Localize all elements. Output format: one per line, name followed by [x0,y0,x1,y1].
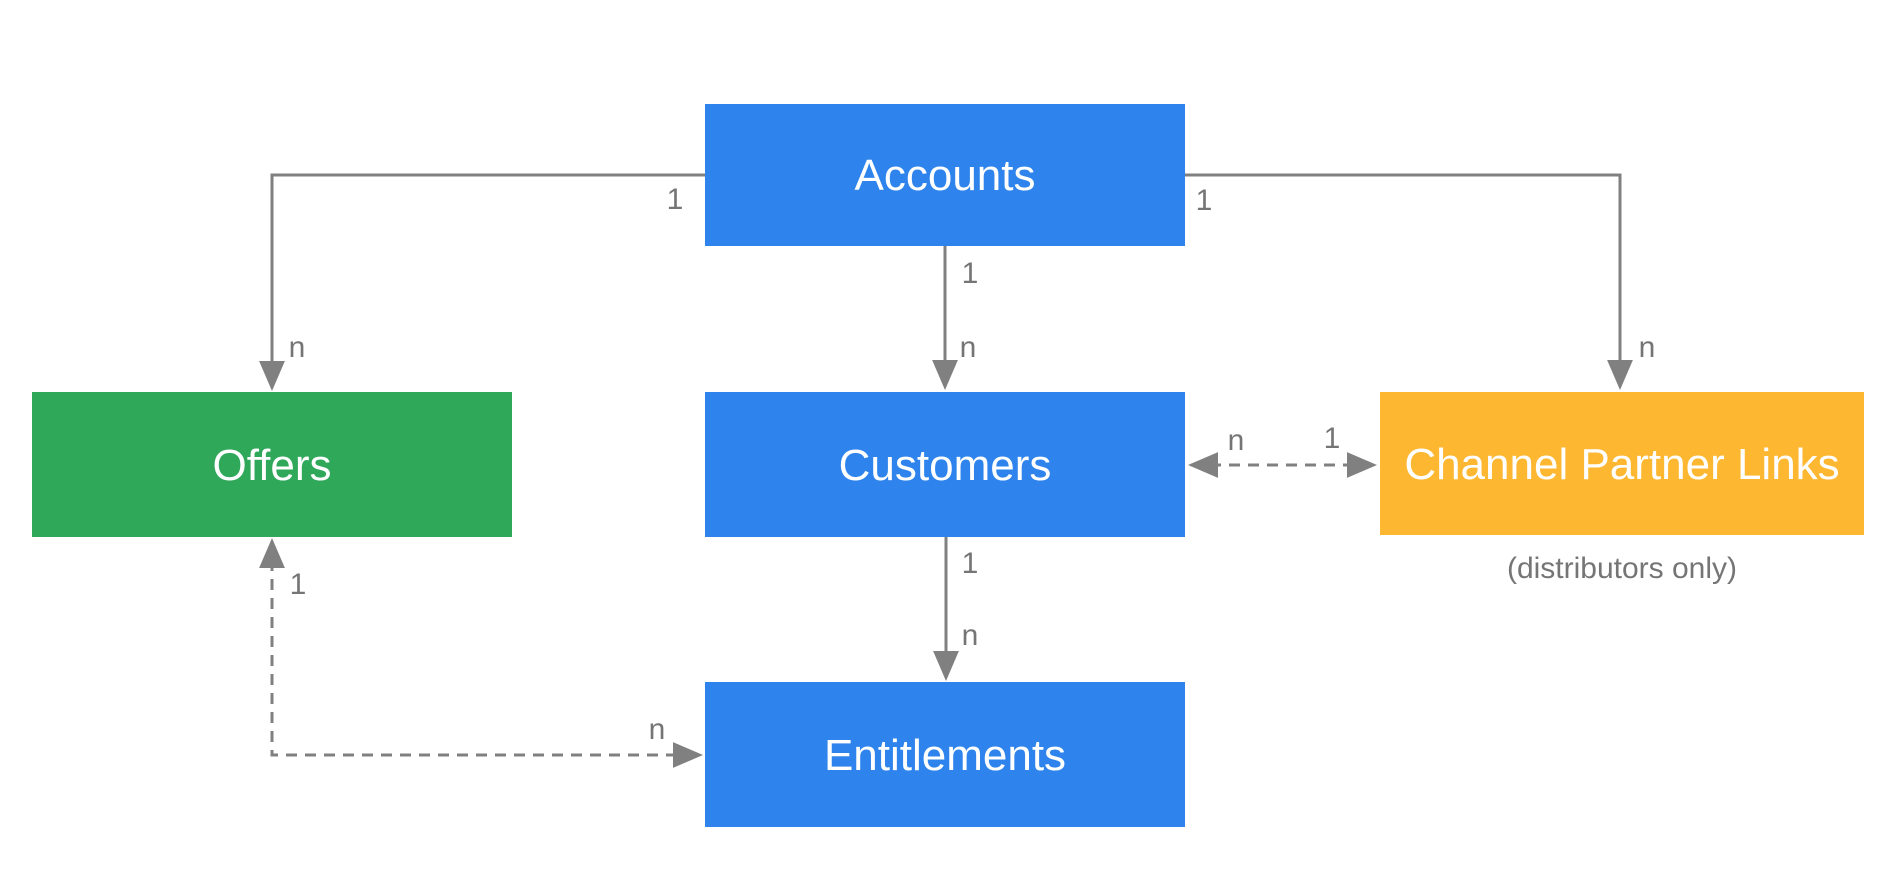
cardinality-label: 1 [962,257,979,290]
edge-customers-entitlements: 1 n [933,537,979,681]
node-customers: Customers [705,392,1185,537]
cardinality-label: 1 [962,547,979,580]
offers-box [32,392,512,537]
edge-accounts-channel-partner-links-line [1185,173,1633,390]
cardinality-label: n [1639,331,1656,364]
edge-accounts-offers-line [259,173,705,391]
node-accounts: Accounts [705,104,1185,246]
cardinality-label: n [289,331,306,364]
node-entitlements: Entitlements [705,682,1185,827]
entitlements-box [705,682,1185,827]
edge-customers-channel-partner-links: n 1 [1188,422,1377,478]
cardinality-label: n [962,619,979,652]
channel-partner-links-box [1380,392,1864,535]
cardinality-label: n [960,331,977,364]
node-channel-partner-links: Channel Partner Links (distributors only… [1380,392,1864,585]
cardinality-label: 1 [667,183,684,216]
edge-accounts-channel-partner-links: 1 n [1185,173,1656,390]
accounts-box [705,104,1185,246]
edge-offers-entitlements-line [259,538,703,768]
edge-accounts-offers: 1 n [259,173,705,391]
node-offers: Offers [32,392,512,537]
channel-partner-links-label: Channel Partner Links [1404,440,1839,489]
accounts-label: Accounts [855,151,1036,200]
channel-partner-links-note: (distributors only) [1507,552,1737,585]
cardinality-label: 1 [1324,422,1341,455]
customers-box [705,392,1185,537]
edge-offers-entitlements: 1 n [259,538,703,768]
cardinality-label: n [1228,424,1245,457]
offers-label: Offers [212,441,331,490]
cardinality-label: 1 [1196,184,1213,217]
entitlements-label: Entitlements [824,731,1066,780]
customers-label: Customers [839,441,1052,490]
edge-accounts-customers: 1 n [932,246,979,390]
cardinality-label: 1 [290,568,307,601]
cardinality-label: n [649,713,666,746]
